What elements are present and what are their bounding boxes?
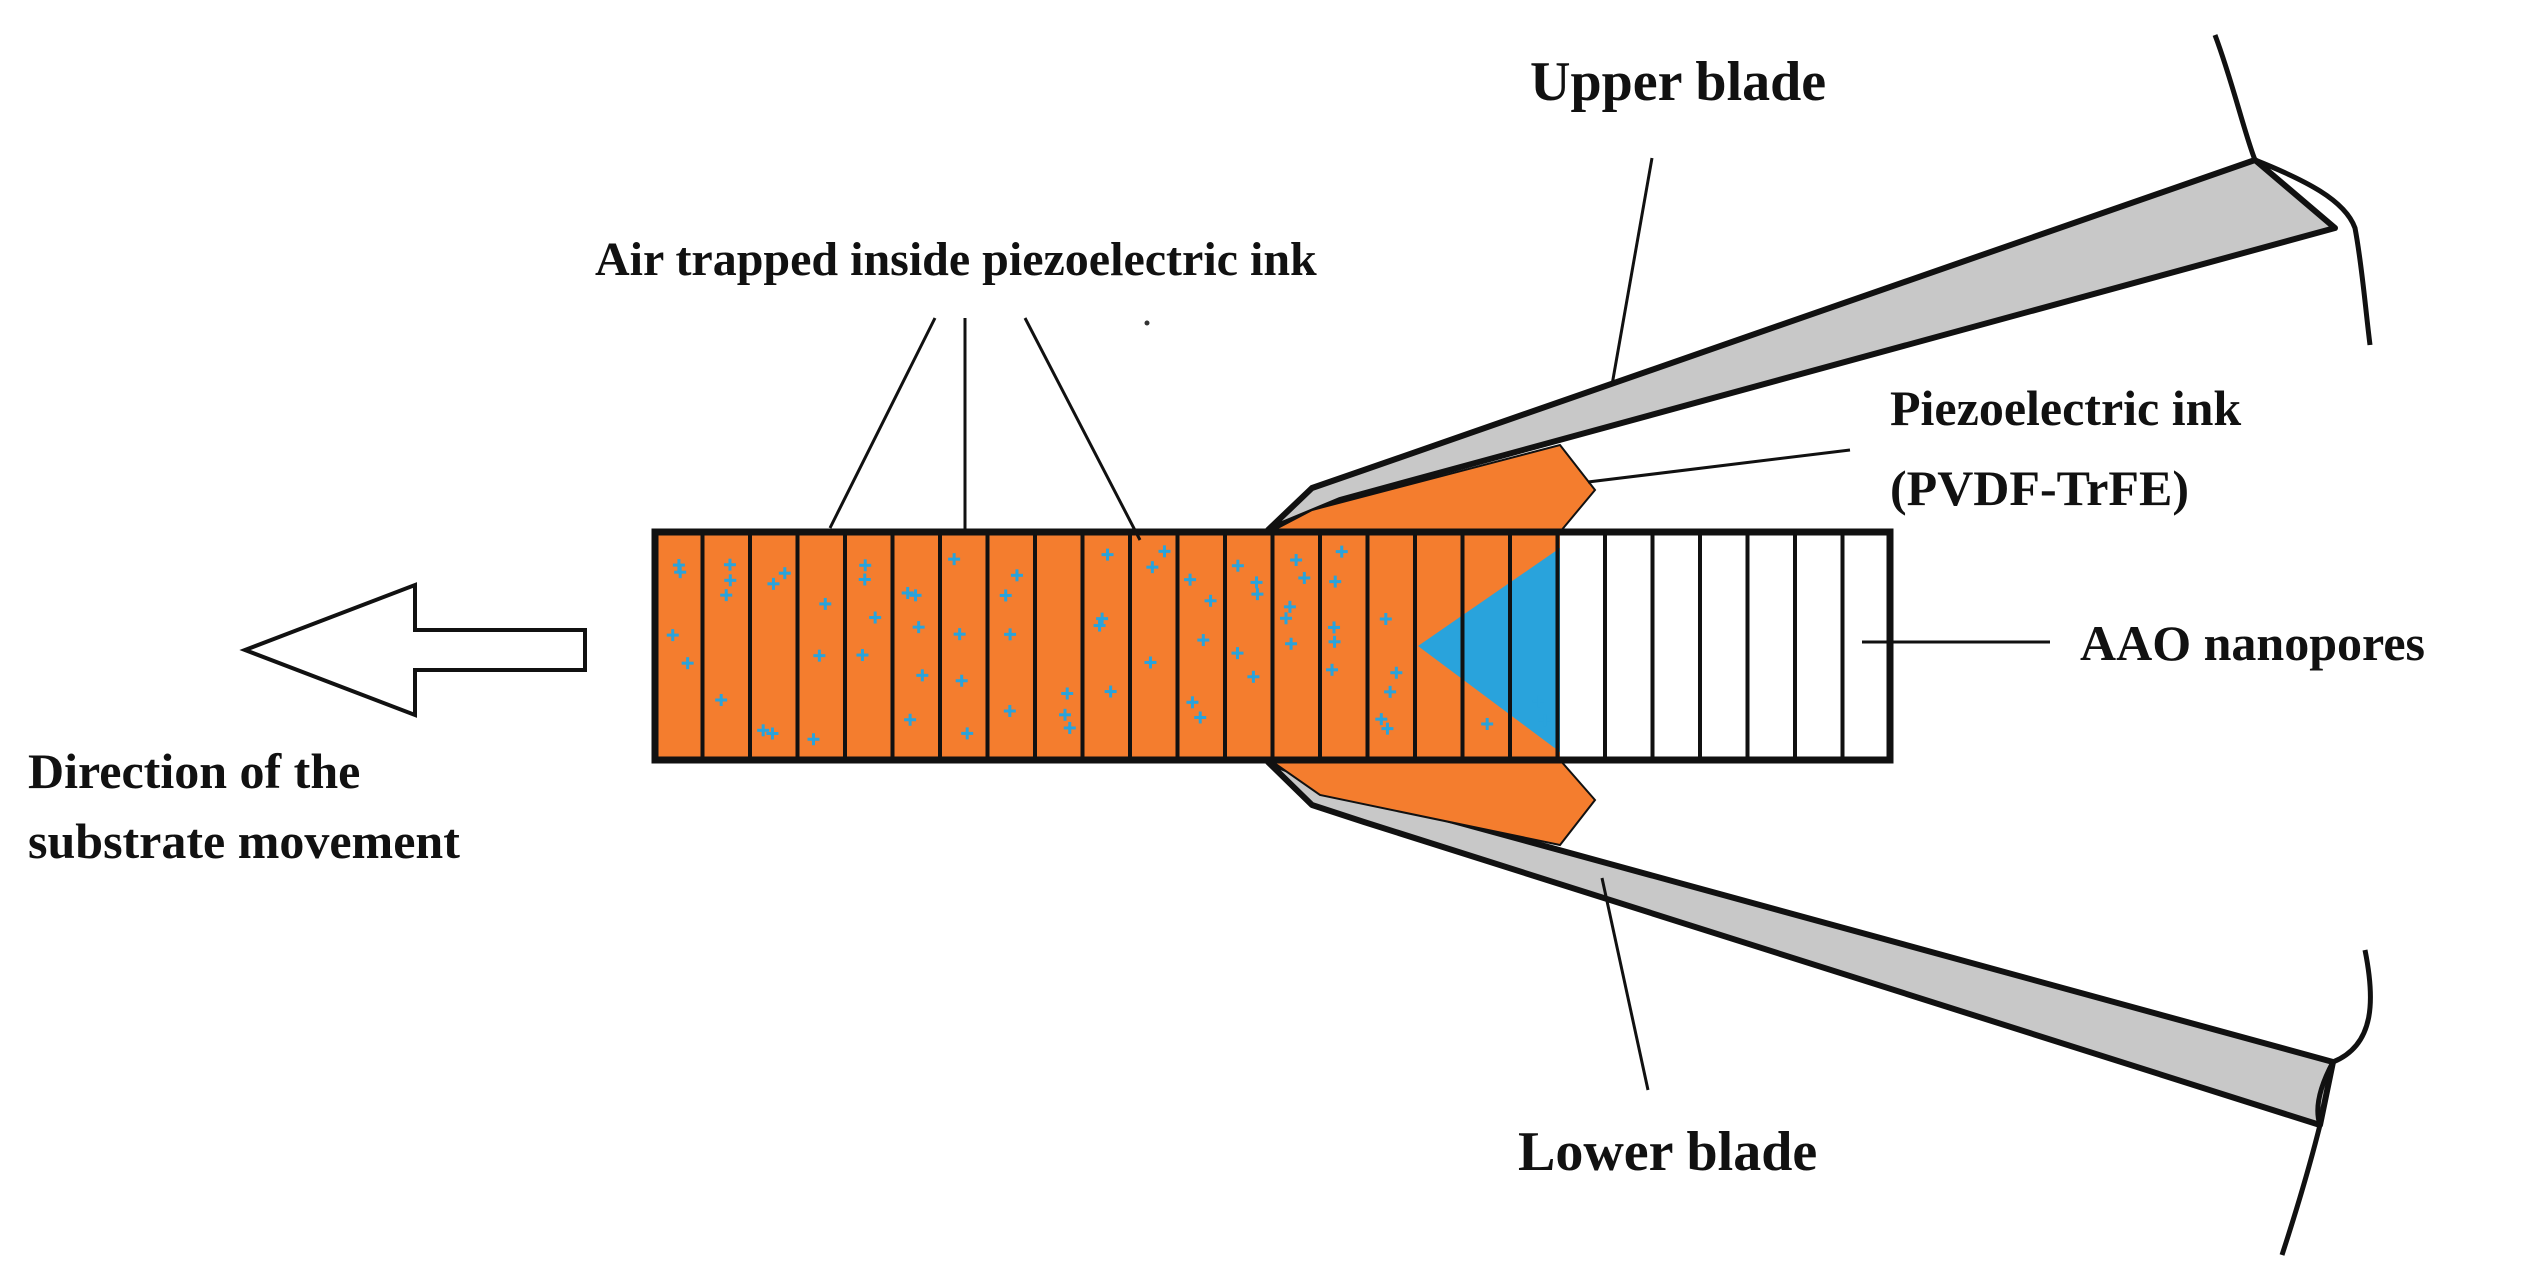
air-bubble [859, 559, 872, 572]
air-bubble [1093, 619, 1106, 632]
label-lower-blade: Lower blade [1518, 1121, 1817, 1183]
air-bubble [1328, 621, 1341, 634]
air-bubble [1375, 713, 1388, 726]
air-wedge [1418, 548, 1560, 752]
label-aao-nanopores: AAO nanopores [2080, 615, 2425, 671]
air-bubble [766, 727, 779, 740]
leader-ink [1587, 448, 1851, 484]
leader-lines [828, 157, 2050, 1091]
lower-blade-holder-curve [2279, 949, 2373, 1256]
air-bubble [1290, 553, 1303, 566]
stray-dot [1144, 320, 1150, 326]
label-direction-line2: substrate movement [28, 813, 460, 869]
air-bubble [1390, 666, 1403, 679]
air-bubble [1231, 647, 1244, 660]
air-bubble [948, 553, 961, 566]
air-bubble [869, 611, 882, 624]
air-bubble [1101, 548, 1114, 561]
direction-arrow [239, 582, 587, 718]
air-bubble [1280, 612, 1293, 625]
air-bubble [1384, 685, 1397, 698]
leader-lower-blade [1600, 877, 1650, 1091]
leader-air-3 [1023, 317, 1142, 541]
air-bubble [1096, 612, 1109, 625]
pore-walls [700, 532, 1845, 760]
air-bubble [813, 649, 826, 662]
label-piezoelectric-ink: Piezoelectric ink [1890, 380, 2241, 436]
air-bubble [1251, 588, 1264, 601]
air-bubble [1298, 571, 1311, 584]
air-bubble [666, 629, 679, 642]
air-bubble [1063, 721, 1076, 734]
air-bubble [1010, 569, 1023, 582]
aao-substrate-outline [651, 528, 1894, 764]
air-bubble [1144, 656, 1157, 669]
air-bubble [723, 558, 736, 571]
air-bubble [1329, 575, 1342, 588]
air-bubble [961, 727, 974, 740]
label-upper-blade: Upper blade [1530, 51, 1826, 113]
air-bubble [1186, 696, 1199, 709]
air-bubble [1250, 576, 1263, 589]
leader-air-1 [828, 317, 937, 529]
air-bubble [1285, 637, 1298, 650]
air-bubble [767, 577, 780, 590]
air-bubble [1231, 559, 1244, 572]
air-bubble [1335, 545, 1348, 558]
air-bubble [1381, 722, 1394, 735]
air-bubble [1059, 708, 1072, 721]
air-bubble [1328, 635, 1341, 648]
air-bubble [1283, 600, 1296, 613]
air-bubble [955, 674, 968, 687]
air-bubble [1204, 594, 1217, 607]
air-bubble [807, 733, 820, 746]
air-bubble [856, 649, 869, 662]
ink-filled-substrate [655, 532, 1560, 760]
air-bubble [819, 597, 832, 610]
air-bubble [1194, 711, 1207, 724]
air-bubble [904, 713, 917, 726]
air-bubble [1004, 628, 1017, 641]
air-bubble [858, 573, 871, 586]
air-bubble [901, 586, 914, 599]
air-bubble [1003, 704, 1016, 717]
air-bubble [778, 567, 791, 580]
air-bubble [999, 589, 1012, 602]
air-bubble [1538, 714, 1551, 727]
air-bubble [1379, 613, 1392, 626]
air-bubble [1061, 687, 1074, 700]
label-air-trapped: Air trapped inside piezoelectric ink [595, 233, 1317, 286]
air-bubble [1184, 573, 1197, 586]
air-bubble [1158, 545, 1171, 558]
air-bubble [681, 657, 694, 670]
air-bubble [672, 559, 685, 572]
air-bubble [757, 724, 770, 737]
air-bubble [1197, 634, 1210, 647]
label-direction-line1: Direction of the [28, 743, 360, 799]
leader-upper-blade [1610, 157, 1654, 386]
air-bubble [909, 589, 922, 602]
air-bubble [1146, 561, 1159, 574]
air-bubble [1481, 717, 1494, 730]
air-bubble [1326, 663, 1339, 676]
air-bubble [720, 589, 733, 602]
air-bubble [1104, 685, 1117, 698]
air-bubbles [666, 545, 1551, 746]
air-bubble [1247, 670, 1260, 683]
air-bubble [724, 574, 737, 587]
air-bubble [953, 628, 966, 641]
label-pvdf-trfe: (PVDF-TrFE) [1890, 460, 2189, 516]
air-bubble [912, 621, 925, 634]
upper-blade-holder-curve [2212, 34, 2373, 346]
air-bubble [1532, 695, 1545, 708]
air-bubble [715, 694, 728, 707]
air-bubble [916, 669, 929, 682]
empty-substrate [1560, 532, 1890, 760]
